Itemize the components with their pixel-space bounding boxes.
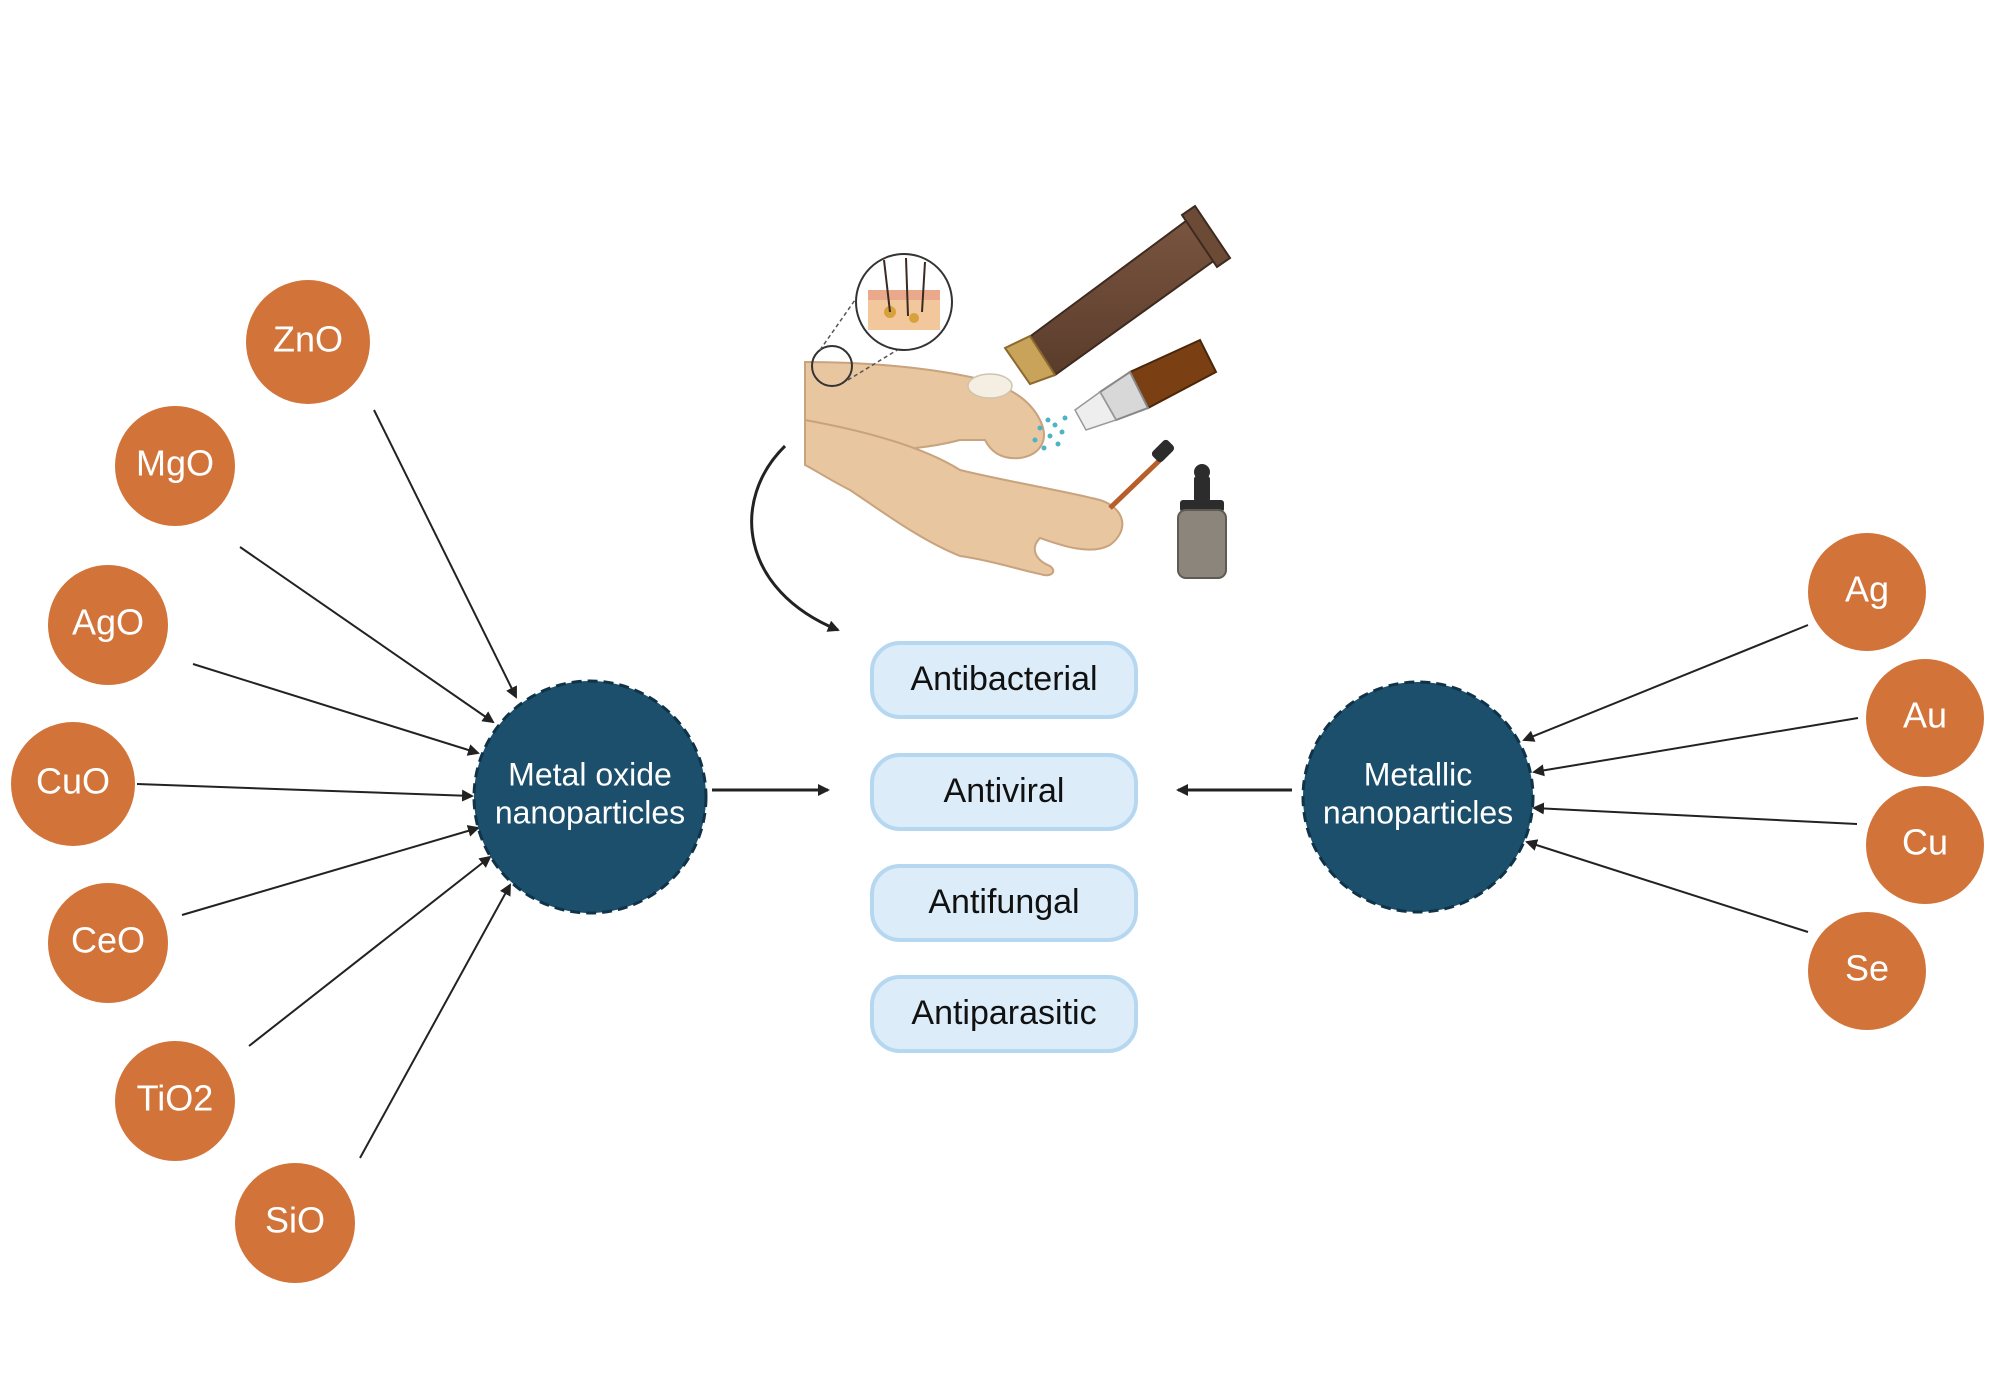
particle-label: Au xyxy=(1903,695,1947,736)
property-label: Antiparasitic xyxy=(911,994,1096,1032)
magnifier-small-icon xyxy=(811,345,853,387)
particle-label: Se xyxy=(1845,948,1889,989)
arrow-ceo xyxy=(181,825,480,916)
arrow-cuo xyxy=(136,783,474,802)
spray-bottle-icon xyxy=(1032,338,1218,451)
particle-label: ZnO xyxy=(273,319,343,360)
metal-oxide-particle-ago: AgO xyxy=(48,565,168,685)
metal-oxide-particle-zno: ZnO xyxy=(246,280,370,404)
property-antibacterial: Antibacterial xyxy=(870,641,1138,719)
arrow-cu xyxy=(1532,802,1858,825)
property-antiparasitic: Antiparasitic xyxy=(870,975,1138,1053)
serum-bottle-icon xyxy=(1177,464,1227,579)
metal-oxide-particle-tio2: TiO2 xyxy=(115,1041,235,1161)
metal-particle-ag: Ag xyxy=(1808,533,1926,651)
particle-label: AgO xyxy=(72,602,144,643)
arrow-ago xyxy=(192,663,480,756)
metal-oxide-particle-mgo: MgO xyxy=(115,406,235,526)
metal-particle-se: Se xyxy=(1808,912,1926,1030)
arrow-sio xyxy=(359,883,511,1159)
metallic-arrows xyxy=(1522,624,1859,933)
metal-oxide-arrows xyxy=(136,409,517,1159)
metal-particle-au: Au xyxy=(1866,659,1984,777)
metal-particle-cu: Cu xyxy=(1866,786,1984,904)
cream-icon xyxy=(967,373,1013,399)
metal-oxide-particle-cuo: CuO xyxy=(11,722,135,846)
property-label: Antibacterial xyxy=(910,660,1097,698)
arrow-tio2 xyxy=(248,855,492,1047)
particle-label: SiO xyxy=(265,1200,325,1241)
particle-label: MgO xyxy=(136,443,214,484)
dropper-icon xyxy=(1108,439,1175,510)
property-label: Antiviral xyxy=(944,772,1065,810)
curved-arrow xyxy=(750,444,840,632)
arrow-zno xyxy=(373,409,517,699)
particle-label: CeO xyxy=(71,920,145,961)
particle-label: Ag xyxy=(1845,569,1889,610)
arrow-se xyxy=(1525,839,1809,933)
property-antiviral: Antiviral xyxy=(870,753,1138,831)
hub-label-line1: Metallic xyxy=(1364,756,1472,792)
metallic-hub: Metallic nanoparticles xyxy=(1301,680,1535,914)
arrow-ag xyxy=(1522,624,1809,742)
property-antifungal: Antifungal xyxy=(870,864,1138,942)
particle-label: CuO xyxy=(36,761,110,802)
lower-hand-illustration xyxy=(804,418,1124,577)
hub-label-line2: nanoparticles xyxy=(495,794,685,830)
metal-oxide-hub: Metal oxide nanoparticles xyxy=(472,679,708,915)
particle-label: Cu xyxy=(1902,822,1948,863)
topical-application-illustration xyxy=(804,204,1232,579)
arrow-mgo xyxy=(239,546,495,724)
hub-label-line2: nanoparticles xyxy=(1323,794,1513,830)
hub-label-line1: Metal oxide xyxy=(508,756,672,792)
metal-oxide-particle-sio: SiO xyxy=(235,1163,355,1283)
skin-cross-section-icon xyxy=(855,253,953,351)
arrow-au xyxy=(1532,717,1859,777)
property-label: Antifungal xyxy=(928,883,1079,921)
particle-label: TiO2 xyxy=(137,1078,214,1119)
metal-oxide-particle-ceo: CeO xyxy=(48,883,168,1003)
ointment-tube-icon xyxy=(1003,204,1232,386)
